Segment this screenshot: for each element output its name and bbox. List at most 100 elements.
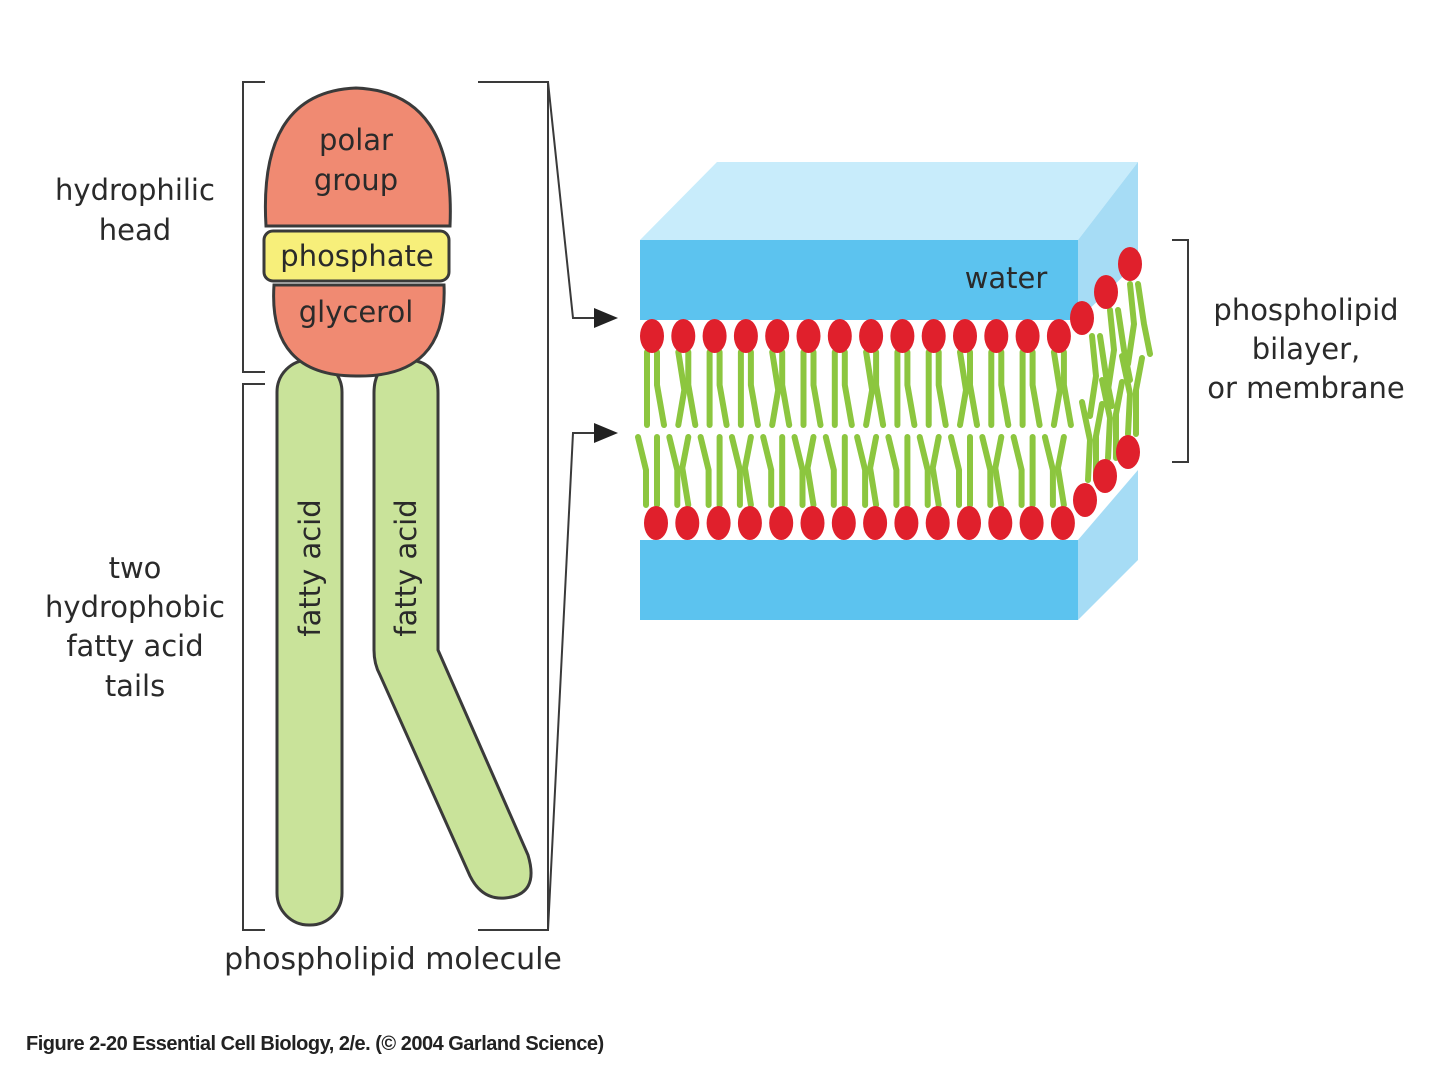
lipid-tail bbox=[1105, 307, 1118, 393]
lipid-head bbox=[1094, 275, 1118, 309]
zoom-arrows bbox=[547, 81, 618, 931]
lipid-tail bbox=[916, 434, 931, 508]
molecule-label: phospholipid molecule bbox=[224, 942, 562, 977]
lipid-tail bbox=[1010, 434, 1025, 508]
tails-label-line2: hydrophobic bbox=[45, 590, 225, 624]
polar-group-label-line2: group bbox=[314, 163, 398, 197]
lipid-tail bbox=[635, 434, 649, 508]
lipid-tail bbox=[867, 434, 880, 508]
lipid-tail bbox=[791, 434, 806, 508]
lipid-tail bbox=[697, 434, 712, 508]
lipid-tail bbox=[804, 434, 817, 508]
lipid-tail bbox=[666, 434, 681, 508]
hydrophilic-head-label-line2: head bbox=[99, 213, 171, 247]
bilayer-labels: phospholipid bilayer, or membrane bbox=[1207, 293, 1405, 405]
lipid-tail bbox=[1135, 281, 1153, 357]
lipid-head bbox=[863, 506, 888, 540]
tails-label-line3: fatty acid bbox=[66, 629, 203, 663]
arrow-head-upper bbox=[594, 308, 618, 328]
lipid-head bbox=[733, 319, 758, 353]
lipid-tail bbox=[1097, 333, 1115, 409]
lipid-head bbox=[706, 506, 731, 540]
lipid-tail bbox=[873, 349, 887, 428]
lipid-tail bbox=[1029, 349, 1043, 428]
lipid-tail bbox=[885, 434, 900, 508]
water-top-face bbox=[640, 162, 1138, 240]
lipid-head bbox=[702, 319, 727, 353]
lipid-tail bbox=[1113, 379, 1125, 461]
lipid-head bbox=[800, 506, 825, 540]
lipid-tail bbox=[979, 434, 994, 508]
arrow-line-upper bbox=[547, 81, 600, 319]
fatty-acid-label-right: fatty acid bbox=[389, 499, 423, 636]
lipid-tail bbox=[1041, 434, 1056, 508]
lipid-head bbox=[675, 506, 700, 540]
lipid-tail bbox=[716, 349, 730, 428]
brackets bbox=[242, 81, 1189, 931]
bilayer-label-line3: or membrane bbox=[1207, 371, 1405, 405]
molecule-right-bracket bbox=[478, 81, 549, 931]
lipid-head bbox=[988, 506, 1013, 540]
water-label: water bbox=[965, 261, 1048, 295]
lipid-head bbox=[1116, 435, 1140, 469]
lipid-tail bbox=[929, 434, 942, 508]
fatty-acid-tail-left bbox=[275, 358, 344, 927]
lipid-head bbox=[1050, 506, 1075, 540]
lipid-tail bbox=[654, 349, 667, 428]
head-bracket bbox=[242, 81, 265, 373]
lipid-tail bbox=[1087, 333, 1100, 419]
lipid-head bbox=[921, 319, 946, 353]
polar-group-shape bbox=[263, 86, 452, 228]
fatty-acid-label-left: fatty acid bbox=[293, 499, 327, 636]
glycerol-shape bbox=[272, 283, 446, 378]
lipid-tail bbox=[675, 349, 688, 428]
bilayer-label-line1: phospholipid bbox=[1213, 293, 1398, 327]
lipid-tail bbox=[1079, 399, 1094, 483]
lipid-head bbox=[1073, 483, 1097, 517]
lipid-head bbox=[890, 319, 915, 353]
bilayer-bracket bbox=[1172, 239, 1189, 463]
lipid-tail bbox=[769, 349, 782, 428]
glycerol-label: glycerol bbox=[299, 295, 414, 329]
lipid-head bbox=[737, 506, 762, 540]
water-upper-front bbox=[640, 240, 1078, 320]
lipid-tail bbox=[841, 349, 855, 428]
lipid-head bbox=[1118, 247, 1142, 281]
lipid-tail bbox=[741, 434, 754, 508]
lipid-head bbox=[894, 506, 919, 540]
phosphate-band bbox=[262, 229, 451, 283]
lipid-head bbox=[1070, 301, 1094, 335]
lipid-tail bbox=[1060, 349, 1074, 428]
lipid-tail bbox=[948, 434, 962, 508]
lipid-tail bbox=[1119, 353, 1134, 437]
lipid-head bbox=[953, 319, 977, 353]
lipid-tail bbox=[779, 349, 793, 428]
lipid-tail bbox=[904, 349, 918, 428]
lipid-tail bbox=[992, 434, 1005, 508]
bilayer-block: water bbox=[635, 162, 1153, 620]
lipid-tail bbox=[1125, 281, 1138, 367]
tails-label-line1: two bbox=[109, 551, 162, 585]
tail-bracket bbox=[242, 383, 265, 931]
lipid-head bbox=[671, 319, 696, 353]
polar-group-label-line1: polar bbox=[319, 123, 393, 157]
lipid-head bbox=[1015, 319, 1040, 353]
lipid-head bbox=[765, 319, 790, 353]
lipid-head bbox=[1093, 459, 1117, 493]
lipid-tail bbox=[810, 349, 824, 428]
lipid-head bbox=[827, 319, 852, 353]
lipid-tail bbox=[1133, 355, 1145, 437]
lipid-tail bbox=[935, 349, 949, 428]
lipid-tail bbox=[854, 434, 869, 508]
lipid-tail bbox=[822, 434, 837, 508]
water-lower-front bbox=[640, 540, 1078, 620]
lipid-tail bbox=[967, 349, 980, 428]
arrow-line-lower bbox=[547, 432, 600, 931]
lipid-head bbox=[859, 319, 884, 353]
lipid-tail bbox=[1099, 377, 1114, 461]
lipid-tail bbox=[747, 349, 761, 428]
lipid-tail bbox=[863, 349, 876, 428]
lipid-tail bbox=[685, 349, 699, 428]
lipid-tail bbox=[998, 349, 1012, 428]
